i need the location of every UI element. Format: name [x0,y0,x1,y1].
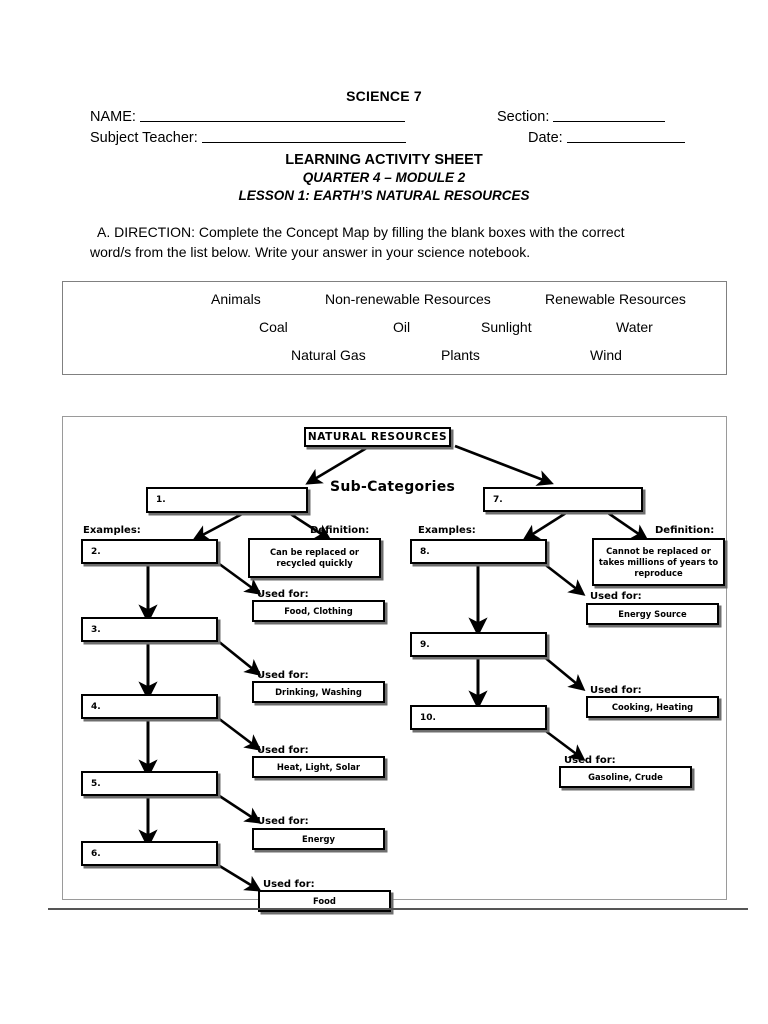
concept-map: NATURAL RESOURCES Sub-Categories 1. Exam… [62,416,727,912]
word-bank-row: Animals Non-renewable Resources Renewabl… [63,291,726,309]
example-box-2[interactable]: 2. [81,539,218,564]
right-definition-label: Definition: [655,525,715,536]
page-title: SCIENCE 7 [346,88,422,104]
section-input[interactable] [553,121,666,122]
direction-line2: correct word/s from the list below. Writ… [90,224,625,260]
direction-text: A. DIRECTION: Complete the Concept Map b… [90,222,646,262]
date-field-group: Date: [460,130,685,146]
left-used-for-label: Used for: [257,745,309,756]
left-definition-label: Definition: [310,525,370,536]
word-bank-item[interactable]: Renewable Resources [545,291,686,307]
right-definition-box: Cannot be replaced or takes millions of … [592,538,725,586]
footer-divider [48,908,748,910]
name-field-group: NAME: [90,109,460,125]
left-definition-box: Can be replaced or recycled quickly [248,538,381,578]
right-used-for-label: Used for: [590,685,642,696]
left-used-for-box-5: Food [258,890,391,912]
word-bank-item[interactable]: Non-renewable Resources [325,291,491,307]
category-box-7[interactable]: 7. [483,487,643,512]
sub-categories-label: Sub-Categories [330,479,456,495]
example-box-8[interactable]: 8. [410,539,547,564]
word-bank-row: Coal Oil Sunlight Water [63,319,726,337]
left-examples-label: Examples: [83,525,141,536]
word-bank-item[interactable]: Oil [393,319,411,335]
date-input[interactable] [566,142,685,143]
right-used-for-box-2: Cooking, Heating [586,696,719,718]
example-box-9[interactable]: 9. [410,632,547,657]
left-used-for-box-4: Energy [252,828,385,850]
right-used-for-box-3: Gasoline, Crude [559,766,692,788]
word-bank-item[interactable]: Coal [259,319,288,335]
left-used-for-label: Used for: [257,670,309,681]
left-used-for-label: Used for: [257,816,309,827]
name-label: NAME: [90,109,136,125]
word-bank-row: Natural Gas Plants Wind [63,347,726,365]
word-bank-item[interactable]: Water [616,319,653,335]
example-box-4[interactable]: 4. [81,694,218,719]
document-heading-line2: QUARTER 4 – MODULE 2 [302,170,466,185]
section-field-group: Section: [460,109,666,125]
left-used-for-label: Used for: [257,589,309,600]
example-box-6[interactable]: 6. [81,841,218,866]
teacher-row: Subject Teacher: Date: [90,125,690,146]
word-bank-item[interactable]: Natural Gas [291,347,366,363]
left-used-for-box-3: Heat, Light, Solar [252,756,385,778]
word-bank-item[interactable]: Plants [441,347,480,363]
right-examples-label: Examples: [418,525,476,536]
word-bank-item[interactable]: Animals [211,291,261,307]
identification-block: NAME: Section: Subject Teacher: Date: [90,104,690,146]
right-used-for-label: Used for: [590,591,642,602]
example-box-10[interactable]: 10. [410,705,547,730]
right-used-for-box-1: Energy Source [586,603,719,625]
word-bank: Animals Non-renewable Resources Renewabl… [62,281,727,375]
word-bank-item[interactable]: Sunlight [481,319,532,335]
example-box-5[interactable]: 5. [81,771,218,796]
left-used-for-box-2: Drinking, Washing [252,681,385,703]
direction-line1: A. DIRECTION: Complete the Concept Map b… [97,224,578,240]
word-bank-item[interactable]: Wind [590,347,622,363]
document-heading-line1: LEARNING ACTIVITY SHEET [285,152,483,168]
concept-map-title-box: NATURAL RESOURCES [304,427,451,447]
subject-teacher-label: Subject Teacher: [90,130,198,146]
section-label: Section: [497,109,550,125]
example-box-3[interactable]: 3. [81,617,218,642]
left-used-for-box-1: Food, Clothing [252,600,385,622]
right-used-for-label: Used for: [564,755,616,766]
document-heading-line3: LESSON 1: EARTH’S NATURAL RESOURCES [238,188,530,203]
teacher-field-group: Subject Teacher: [90,130,460,146]
date-label: Date: [528,130,563,146]
concept-map-connectors [138,444,649,892]
subject-teacher-input[interactable] [201,142,406,143]
category-box-1[interactable]: 1. [146,487,308,513]
name-input[interactable] [139,121,405,122]
name-row: NAME: Section: [90,104,690,125]
left-used-for-label: Used for: [263,879,315,890]
